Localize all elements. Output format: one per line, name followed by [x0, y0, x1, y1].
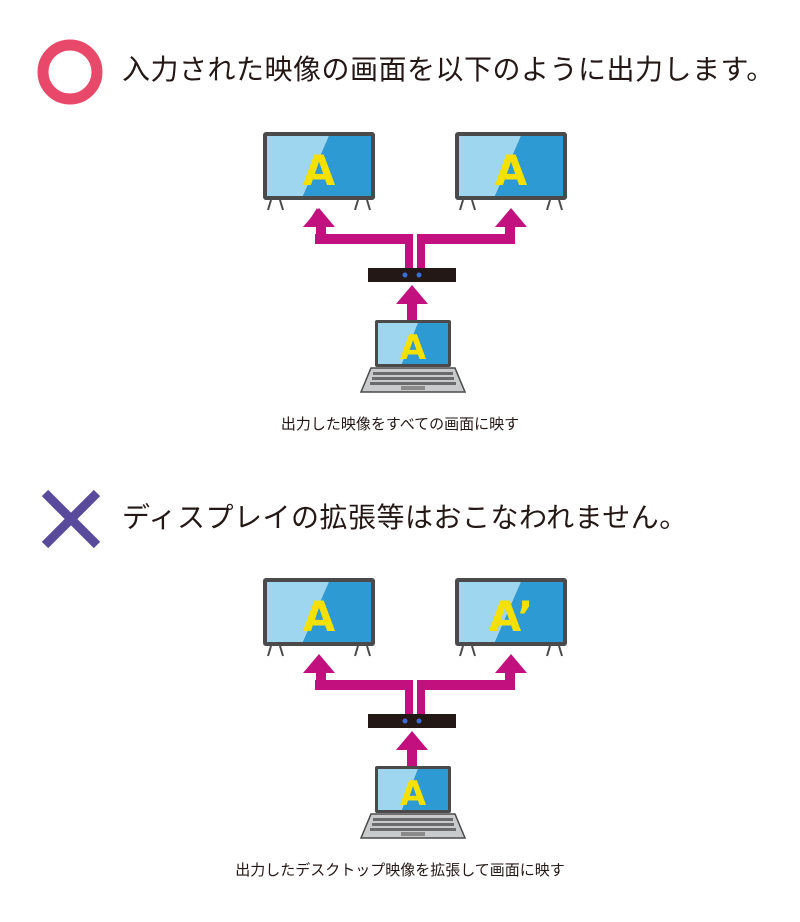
laptop-screen-label: A — [400, 774, 427, 814]
cross-mark-icon — [41, 489, 101, 549]
input-arrow — [396, 731, 428, 770]
laptop-screen-label: A — [400, 328, 427, 368]
right-monitor-icon: A’ — [455, 578, 567, 657]
splitter-device-icon — [368, 714, 456, 728]
ok-section: 入力された映像の画面を以下のように出力します。 A A — [0, 0, 800, 460]
right-screen-label: A’ — [489, 592, 534, 641]
extend-diagram: A A’ — [263, 578, 567, 839]
left-monitor-icon: A — [263, 578, 375, 657]
right-screen-label: A — [495, 146, 528, 195]
ok-heading: 入力された映像の画面を以下のように出力します。 — [122, 53, 775, 86]
left-monitor-icon: A — [263, 132, 375, 211]
right-monitor-icon: A — [455, 132, 567, 211]
left-screen-label: A — [303, 146, 336, 195]
split-arrows — [303, 654, 527, 716]
ok-caption: 出力した映像をすべての画面に映す — [280, 415, 520, 433]
left-screen-label: A — [303, 592, 336, 641]
splitter-device-icon — [368, 268, 456, 282]
circle-mark-icon — [37, 39, 103, 105]
laptop-icon: A — [359, 320, 467, 393]
input-arrow — [396, 285, 428, 324]
mirror-diagram: A A — [263, 132, 567, 393]
ng-heading: ディスプレイの拡張等はおこなわれません。 — [122, 501, 688, 534]
laptop-icon: A — [359, 766, 467, 839]
ng-caption: 出力したデスクトップ映像を拡張して画面に映す — [235, 861, 565, 879]
split-arrows — [303, 208, 527, 270]
ng-section: ディスプレイの拡張等はおこなわれません。 A A’ — [0, 460, 800, 922]
